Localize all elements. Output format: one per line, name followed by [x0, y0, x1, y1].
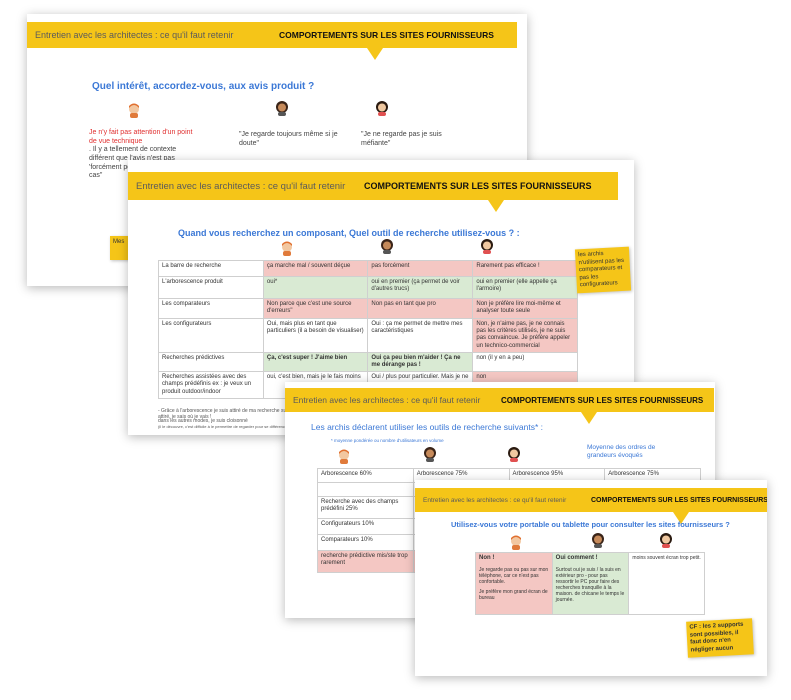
table-cell: Ça, c'est super ! J'aime bien: [262, 351, 369, 373]
cell-text: moins souvent écran trop petit.: [632, 555, 701, 561]
header-tail: [581, 412, 597, 424]
header-right-label: COMPORTEMENTS SUR LES SITES FOURNISSEURS: [271, 22, 517, 48]
footnote-2: dans les autres modes, je suis cloisonné: [158, 418, 248, 424]
header-left-label: Entretien avec les architectes : ce qu'i…: [128, 172, 356, 200]
cell-text: Je préfère mon grand écran de bureau: [479, 589, 548, 602]
table-cell: Non parce que c'est une source d'erreurs…: [262, 298, 369, 319]
table-cell: Recherche avec des champs prédéfini 25%: [317, 496, 414, 519]
slide-question-title: Utilisez-vous votre portable ou tablette…: [451, 520, 730, 529]
table-cell: Oui, mais plus en tant que particuliers …: [262, 318, 369, 353]
table-cell: pas forcément: [367, 260, 474, 277]
avatar-woman-icon: [508, 447, 520, 462]
row-label: Les configurateurs: [158, 318, 264, 353]
table-cell: Non pas en tant que pro: [367, 298, 474, 319]
avatar-woman-icon: [376, 101, 388, 116]
table-row: Les configurateurs Oui, mais plus en tan…: [158, 318, 578, 353]
header-tail: [673, 512, 689, 524]
table-cell: Non je préfère lire moi-même et analyser…: [472, 298, 578, 319]
slide-question-title: Quel intérêt, accordez-vous, aux avis pr…: [92, 81, 315, 92]
table-cell: Oui ça peu bien m'aider ! Ça ne me déran…: [367, 351, 474, 373]
table-cell: moins souvent écran trop petit.: [628, 552, 705, 615]
slide-subtitle: * moyenne pondérée ou nombre d'utilisate…: [331, 438, 444, 443]
table-cell: ça marche mal / souvent déçue: [262, 260, 369, 277]
avatar-man-red-hair-icon: [511, 535, 521, 550]
quote-3: "Je ne regarde pas je suis méfiante": [361, 131, 442, 147]
cell-heading: Non !: [479, 555, 495, 561]
avatar-man-red-hair-icon: [339, 449, 349, 464]
quote-2: "Je regarde toujours même si je doute": [239, 131, 338, 147]
footnote-1: - Grâce à l'arborescence je suis attiré …: [158, 408, 290, 420]
avatar-woman-icon: [660, 533, 672, 548]
table-cell: [317, 482, 414, 497]
mobile-table: Non ! Je regarde pas ou pas sur mon télé…: [475, 552, 705, 615]
table-cell: oui en premier (elle appelle ça l'armoir…: [472, 276, 578, 299]
avatar-man-red-hair-icon: [129, 103, 139, 118]
header-right-label: COMPORTEMENTS SUR LES SITES FOURNISSEURS: [493, 388, 714, 412]
table-row: Recherches prédictives Ça, c'est super !…: [158, 351, 578, 373]
table-row: Non ! Je regarde pas ou pas sur mon télé…: [475, 552, 705, 615]
table-cell: oui en premier (ça permet de voir d'autr…: [367, 276, 474, 299]
header-left-label: Entretien avec les architectes : ce qu'i…: [415, 488, 583, 512]
row-label: L'arborescence produit: [158, 276, 264, 299]
sticky-note: les archis n'utilisent pas les comparate…: [574, 246, 632, 293]
sticky-note: CF : les 2 supports sont possibles, il f…: [686, 618, 754, 658]
table-row: L'arborescence produit oui* oui en premi…: [158, 276, 578, 299]
row-label: La barre de recherche: [158, 260, 264, 277]
footnote-3: (il le découvre, c'est difficile à le pe…: [158, 424, 291, 429]
table-row: Les comparateurs Non parce que c'est une…: [158, 298, 578, 319]
table-cell: Configurateurs 10%: [317, 518, 414, 535]
table-cell: oui*: [262, 276, 369, 299]
table-cell: Comparateurs 10%: [317, 534, 414, 551]
avatar-man-red-hair-icon: [282, 241, 292, 256]
table-row: La barre de recherche ça marche mal / so…: [158, 260, 578, 277]
slide-header: Entretien avec les architectes : ce qu'i…: [285, 388, 715, 412]
side-note: Moyenne des ordres de grandeurs évoqués: [587, 444, 656, 460]
quote-red: Je n'y fait pas attention d'un point de …: [89, 129, 193, 145]
row-label: Recherches assistées avec des champs pré…: [158, 371, 264, 399]
table-cell-yes: Oui comment ! Surtout oui je suis / la s…: [551, 552, 630, 615]
cell-text: Surtout oui je suis / la suis en extérie…: [555, 567, 625, 604]
header-tail: [367, 48, 383, 60]
table-cell: Rarement pas efficace !: [472, 260, 578, 277]
avatar-woman-dark-icon: [276, 101, 288, 116]
cell-text: Je regarde pas ou pas sur mon téléphone,…: [479, 567, 549, 586]
slide-question-title: Quand vous recherchez un composant, Quel…: [178, 228, 520, 238]
avatar-woman-dark-icon: [592, 533, 604, 548]
row-label: Recherches prédictives: [158, 351, 264, 373]
row-label: Les comparateurs: [158, 298, 264, 319]
header-tail: [488, 200, 504, 212]
header-left-label: Entretien avec les architectes : ce qu'i…: [285, 388, 493, 412]
table-cell: Arborescence 60%: [317, 468, 414, 483]
cell-heading: Oui comment !: [555, 555, 598, 561]
table-cell-no: Non ! Je regarde pas ou pas sur mon télé…: [475, 552, 553, 615]
header-right-label: COMPORTEMENTS SUR LES SITES FOURNISSEURS: [583, 488, 767, 512]
avatar-woman-icon: [481, 239, 493, 254]
avatar-woman-dark-icon: [424, 447, 436, 462]
slide-header: Entretien avec les architectes : ce qu'i…: [27, 22, 527, 48]
header-right-label: COMPORTEMENTS SUR LES SITES FOURNISSEURS: [356, 172, 618, 200]
slide-header: Entretien avec les architectes : ce qu'i…: [128, 172, 634, 200]
search-tools-table: La barre de recherche ça marche mal / so…: [158, 260, 578, 399]
table-cell: recherche prédictive mis/ste trop rareme…: [317, 550, 414, 573]
table-cell: Non, je n'aime pas, je ne connais pas le…: [472, 318, 578, 353]
table-cell: Oui : ça me permet de mettre mes caracté…: [367, 318, 474, 353]
slide-mobile-usage: Entretien avec les architectes : ce qu'i…: [415, 480, 767, 676]
slide-question-title: Les archis déclarent utiliser les outils…: [311, 422, 543, 432]
table-cell: non (il y en a peu): [472, 351, 578, 373]
slide-header: Entretien avec les architectes : ce qu'i…: [415, 488, 767, 512]
avatar-woman-dark-icon: [381, 239, 393, 254]
header-left-label: Entretien avec les architectes : ce qu'i…: [27, 22, 271, 48]
